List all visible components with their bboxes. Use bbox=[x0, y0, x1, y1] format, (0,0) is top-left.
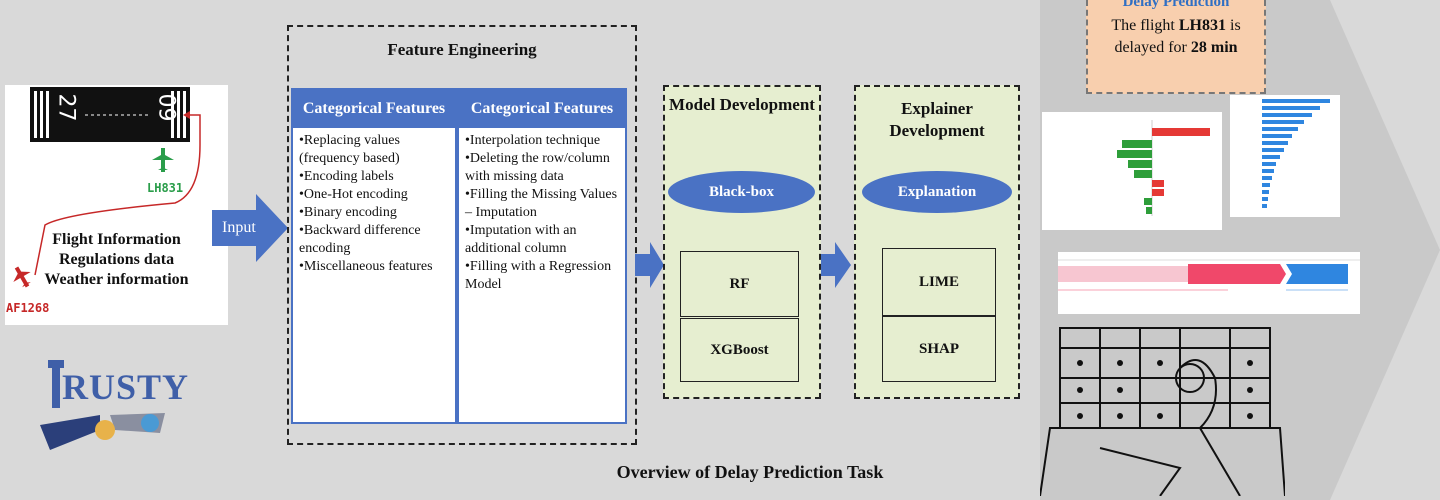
prediction-flight: LH831 bbox=[1178, 17, 1226, 34]
model-xgboost: XGBoost bbox=[680, 318, 799, 382]
flight-code-green: LH831 bbox=[147, 181, 184, 195]
plane-red-icon bbox=[13, 266, 31, 288]
feature-item: •One-Hot encoding bbox=[299, 187, 408, 202]
feature-engineering-box bbox=[287, 25, 637, 445]
flight-code-red: AF1268 bbox=[6, 301, 50, 315]
feature-column-header: Categorical Features bbox=[293, 90, 455, 128]
shap-bars bbox=[1262, 99, 1330, 208]
method-lime: LIME bbox=[882, 248, 996, 316]
flight-path bbox=[13, 111, 201, 288]
prediction-delay: 28 min bbox=[1190, 39, 1238, 56]
feature-item: •Imputation with an additional column bbox=[465, 223, 577, 256]
runway-icon bbox=[30, 87, 190, 142]
explanation-ellipse: Explanation bbox=[862, 171, 1012, 213]
feature-item: •Replacing values (frequency based) bbox=[299, 133, 400, 166]
prediction-text: is delayed for bbox=[1114, 17, 1241, 56]
feature-item: •Filling the Missing Values – Imputation bbox=[465, 187, 618, 220]
feature-item: •Filling with a Regression Model bbox=[465, 259, 612, 292]
lime-bars bbox=[1117, 128, 1210, 214]
feature-engineering-title: Feature Engineering bbox=[387, 40, 537, 59]
input-line: Regulations data bbox=[58, 251, 175, 268]
explainer-development-box bbox=[854, 85, 1020, 399]
air-traffic-controller-illustration bbox=[1040, 327, 1285, 496]
feature-item: •Interpolation technique bbox=[465, 133, 601, 148]
diagram-caption: Overview of Delay Prediction Task bbox=[616, 462, 884, 482]
logo-text: RUSTY bbox=[62, 367, 190, 407]
feature-column-2: Categorical Features •Interpolation tech… bbox=[457, 88, 627, 424]
input-arrow-label: Input bbox=[222, 219, 256, 236]
delay-prediction-box: Delay Prediction The flight LH831 is del… bbox=[1086, 0, 1266, 94]
feature-item: •Encoding labels bbox=[299, 169, 394, 184]
input-line: Weather information bbox=[44, 271, 189, 288]
arrow-to-explainer bbox=[818, 242, 851, 288]
feature-item: •Deleting the row/column with missing da… bbox=[465, 151, 610, 184]
plane-green-icon bbox=[152, 148, 174, 172]
trusty-logo bbox=[40, 360, 165, 450]
prediction-text: The flight bbox=[1111, 17, 1175, 34]
prediction-title: Delay Prediction bbox=[1122, 0, 1230, 10]
model-development-box bbox=[663, 85, 821, 399]
force-plot bbox=[1058, 252, 1360, 314]
lime-chart bbox=[1042, 112, 1222, 230]
input-arrow bbox=[212, 194, 288, 262]
input-description: Flight Information Regulations data Weat… bbox=[5, 230, 228, 290]
black-box-ellipse: Black-box bbox=[668, 171, 815, 213]
input-line: Flight Information bbox=[52, 231, 181, 248]
model-rf: RF bbox=[680, 251, 799, 317]
model-development-title: Model Development bbox=[669, 95, 815, 114]
feature-column-header: Categorical Features bbox=[459, 90, 625, 128]
feature-item: •Miscellaneous features bbox=[299, 259, 433, 274]
feature-item: •Backward difference encoding bbox=[299, 223, 421, 256]
method-shap: SHAP bbox=[882, 316, 996, 382]
feature-item: •Binary encoding bbox=[299, 205, 397, 220]
explainer-development-title: Explainer Development bbox=[889, 99, 985, 140]
feature-column-1: Categorical Features •Replacing values (… bbox=[291, 88, 457, 424]
shap-chart bbox=[1230, 95, 1340, 217]
arrow-to-model bbox=[635, 242, 664, 288]
